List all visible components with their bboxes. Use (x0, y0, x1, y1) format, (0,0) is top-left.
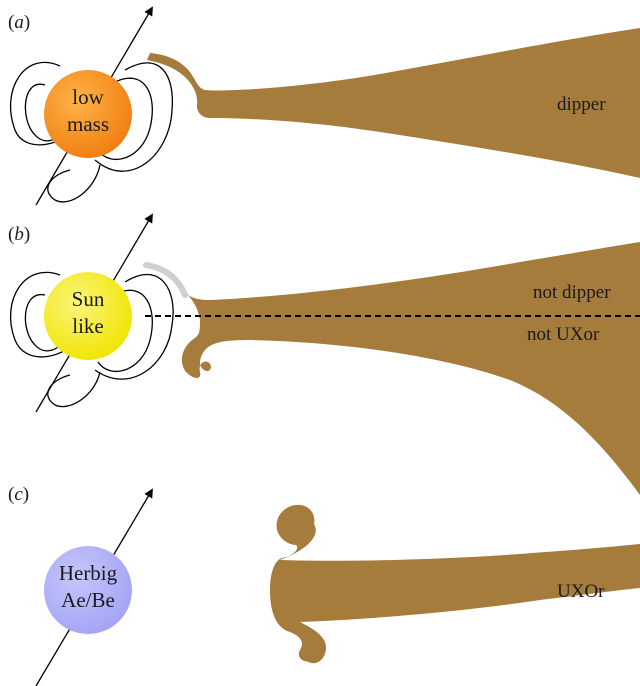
panel-b: (b) Sun like not dipper not UXor (8, 213, 640, 495)
region-label-not-uxor: not UXor (527, 324, 600, 345)
region-label-uxor: UXOr (557, 581, 605, 602)
disk-curl-a (200, 91, 223, 107)
field-lines-b (10, 271, 174, 408)
panel-a: (a) low mass dipper (8, 6, 640, 206)
star-label-c-line2: Ae/Be (61, 588, 115, 612)
panel-label-a: (a) (8, 12, 30, 33)
star-label-b-line1: Sun (72, 287, 105, 311)
panel-label-b: (b) (8, 224, 30, 245)
disk-a (147, 28, 640, 178)
disk-c (270, 504, 640, 664)
star-label-a-line2: mass (67, 112, 109, 136)
star-a (44, 70, 132, 158)
star-label-b-line2: like (72, 314, 104, 338)
star-label-c-line1: Herbig (59, 561, 118, 585)
panel-label-c: (c) (8, 484, 29, 505)
star-c (44, 546, 132, 634)
region-label-not-dipper: not dipper (533, 282, 611, 303)
star-label-a-line1: low (72, 85, 104, 109)
accretion-stream-b (143, 262, 188, 298)
panel-c: (c) Herbig Ae/Be UXOr (8, 484, 640, 686)
star-b (44, 272, 132, 360)
disk-b (181, 242, 640, 495)
region-label-dipper: dipper (557, 94, 606, 115)
